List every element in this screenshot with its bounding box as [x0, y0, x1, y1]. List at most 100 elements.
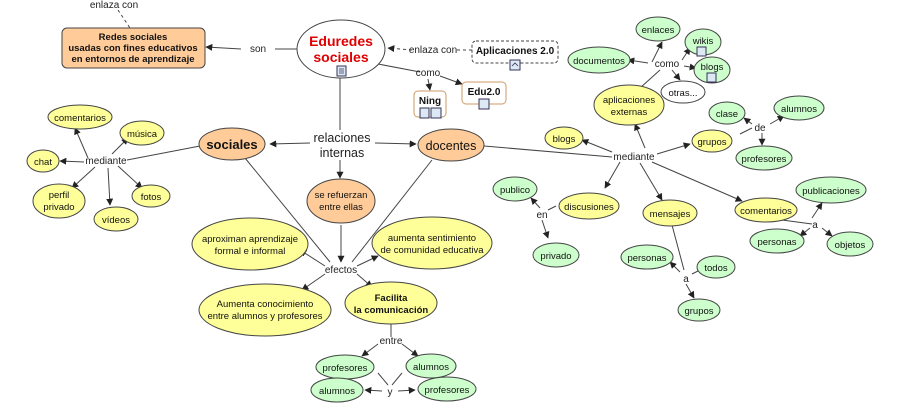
link-relaciones-line2: internas — [320, 146, 364, 160]
link-icon[interactable] — [509, 59, 521, 71]
node-privado[interactable]: privado — [532, 242, 580, 268]
node-objetos[interactable]: objetos — [826, 231, 874, 257]
svg-text:grupos: grupos — [684, 306, 713, 317]
svg-text:objetos: objetos — [835, 240, 866, 251]
aplicaciones-label: Aplicaciones 2.0 — [476, 46, 555, 57]
svg-text:profesores: profesores — [323, 363, 368, 374]
sociales-label: sociales — [206, 137, 257, 152]
svg-text:otras...: otras... — [668, 88, 697, 99]
svg-text:mensajes: mensajes — [650, 209, 691, 220]
svg-text:blogs: blogs — [701, 62, 724, 73]
node-redes-sociales[interactable]: Redes sociales usadas con fines educativ… — [61, 27, 206, 69]
link-a-right: a — [812, 220, 818, 231]
link-como-right: como — [655, 59, 680, 70]
svg-text:enlaces: enlaces — [642, 25, 675, 36]
svg-text:chat: chat — [34, 157, 52, 168]
link-y: y — [388, 387, 393, 398]
node-se-refuerzan[interactable]: se refuerzan entre ellas — [306, 178, 376, 224]
node-perfil-privado[interactable]: perfil privado — [32, 183, 86, 219]
node-aproximan[interactable]: aproximan aprendizaje formal e informal — [191, 217, 309, 271]
node-fotos[interactable]: fotos — [131, 184, 171, 208]
node-otras[interactable]: otras... — [660, 80, 706, 104]
node-sociales[interactable]: sociales — [198, 127, 266, 161]
node-profesores-b1[interactable]: profesores — [315, 354, 375, 380]
node-eduredes-sociales[interactable]: Eduredes sociales — [296, 19, 386, 79]
node-ning[interactable]: Ning — [413, 90, 447, 119]
svg-text:alumnos: alumnos — [413, 362, 449, 373]
node-edu20[interactable]: Edu2.0 — [461, 81, 507, 110]
link-son: son — [250, 44, 266, 55]
node-enlaces[interactable]: enlaces — [635, 16, 681, 42]
link-icon[interactable] — [696, 46, 707, 57]
svg-text:profesores: profesores — [742, 154, 787, 165]
node-videos[interactable]: vídeos — [93, 206, 139, 232]
node-aumenta-conocimiento[interactable]: Aumenta conocimiento entre alumnos y pro… — [198, 283, 332, 337]
node-personas-middle[interactable]: personas — [620, 244, 674, 270]
node-musica[interactable]: música — [119, 120, 165, 146]
node-grupos-middle[interactable]: grupos — [677, 298, 721, 322]
node-aplicaciones-externas[interactable]: aplicaciones externas — [593, 84, 665, 126]
svg-text:música: música — [127, 129, 158, 140]
link-icon[interactable] — [706, 72, 717, 83]
svg-text:externas: externas — [611, 107, 648, 118]
document-icon[interactable] — [336, 65, 347, 77]
node-mensajes[interactable]: mensajes — [642, 199, 698, 227]
svg-text:wikis: wikis — [692, 36, 714, 47]
node-discusiones[interactable]: discusiones — [558, 192, 620, 220]
refuerzan-line2: entre ellas — [319, 202, 363, 213]
node-clase[interactable]: clase — [708, 101, 746, 125]
svg-text:clase: clase — [716, 109, 738, 120]
node-publicaciones[interactable]: publicaciones — [795, 176, 867, 204]
docentes-label: docentes — [426, 139, 477, 153]
node-aumenta-sentimiento[interactable]: aumenta sentimiento de comunidad educati… — [371, 216, 493, 270]
link-entre: entre — [380, 336, 403, 347]
svg-text:fotos: fotos — [141, 192, 162, 203]
svg-text:entre alumnos y profesores: entre alumnos y profesores — [207, 311, 322, 322]
center-line2: sociales — [313, 49, 368, 65]
node-blogs-top[interactable]: blogs — [693, 56, 731, 84]
node-docentes[interactable]: docentes — [417, 128, 485, 162]
node-chat[interactable]: chat — [26, 149, 60, 173]
svg-text:vídeos: vídeos — [102, 215, 130, 226]
svg-text:publicaciones: publicaciones — [802, 186, 860, 197]
node-profesores-right[interactable]: profesores — [735, 145, 793, 171]
link-icon[interactable] — [478, 98, 490, 110]
svg-text:aumenta sentimiento: aumenta sentimiento — [388, 233, 476, 244]
node-blogs-middle[interactable]: blogs — [544, 126, 584, 150]
link-relaciones-line1: relaciones — [314, 131, 371, 145]
center-line1: Eduredes — [309, 33, 373, 49]
node-documentos[interactable]: documentos — [567, 46, 631, 74]
svg-text:privado: privado — [540, 251, 571, 262]
svg-text:aplicaciones: aplicaciones — [603, 95, 656, 106]
node-profesores-b2[interactable]: profesores — [417, 376, 477, 402]
link-mediante-left: mediante — [85, 156, 127, 167]
svg-text:blogs: blogs — [553, 134, 576, 145]
node-wikis[interactable]: wikis — [684, 28, 722, 57]
node-publico[interactable]: publico — [492, 176, 538, 202]
node-personas-right[interactable]: personas — [749, 228, 805, 254]
node-comentarios-left[interactable]: comentarios — [47, 104, 113, 130]
link-a-middle: a — [683, 274, 689, 285]
link-enlaza-con-top: enlaza con — [90, 0, 138, 11]
svg-text:Facilita: Facilita — [375, 293, 408, 304]
svg-text:comentarios: comentarios — [740, 206, 792, 217]
node-aplicaciones-20[interactable]: Aplicaciones 2.0 — [471, 40, 559, 71]
node-alumnos-b2[interactable]: alumnos — [310, 377, 364, 403]
svg-text:documentos: documentos — [573, 56, 625, 67]
link-icon[interactable] — [430, 107, 442, 119]
node-alumnos-right[interactable]: alumnos — [773, 95, 825, 121]
node-grupos-right[interactable]: grupos — [691, 129, 733, 153]
svg-text:de comunidad educativa: de comunidad educativa — [381, 245, 485, 256]
svg-text:personas: personas — [627, 253, 666, 264]
document-icon[interactable] — [419, 107, 430, 119]
svg-text:formal e informal: formal e informal — [215, 246, 286, 257]
svg-text:alumnos: alumnos — [319, 386, 355, 397]
node-comentarios-right[interactable]: comentarios — [734, 197, 798, 223]
svg-text:profesores: profesores — [425, 385, 470, 396]
node-facilita[interactable]: Facilita la comunicación — [344, 281, 438, 325]
redes-line3: en entornos de aprendizaje — [72, 54, 195, 65]
link-labels: enlaza con son enlaza con como relacione… — [85, 0, 818, 398]
node-alumnos-b1[interactable]: alumnos — [405, 353, 457, 379]
node-todos[interactable]: todos — [696, 255, 736, 279]
